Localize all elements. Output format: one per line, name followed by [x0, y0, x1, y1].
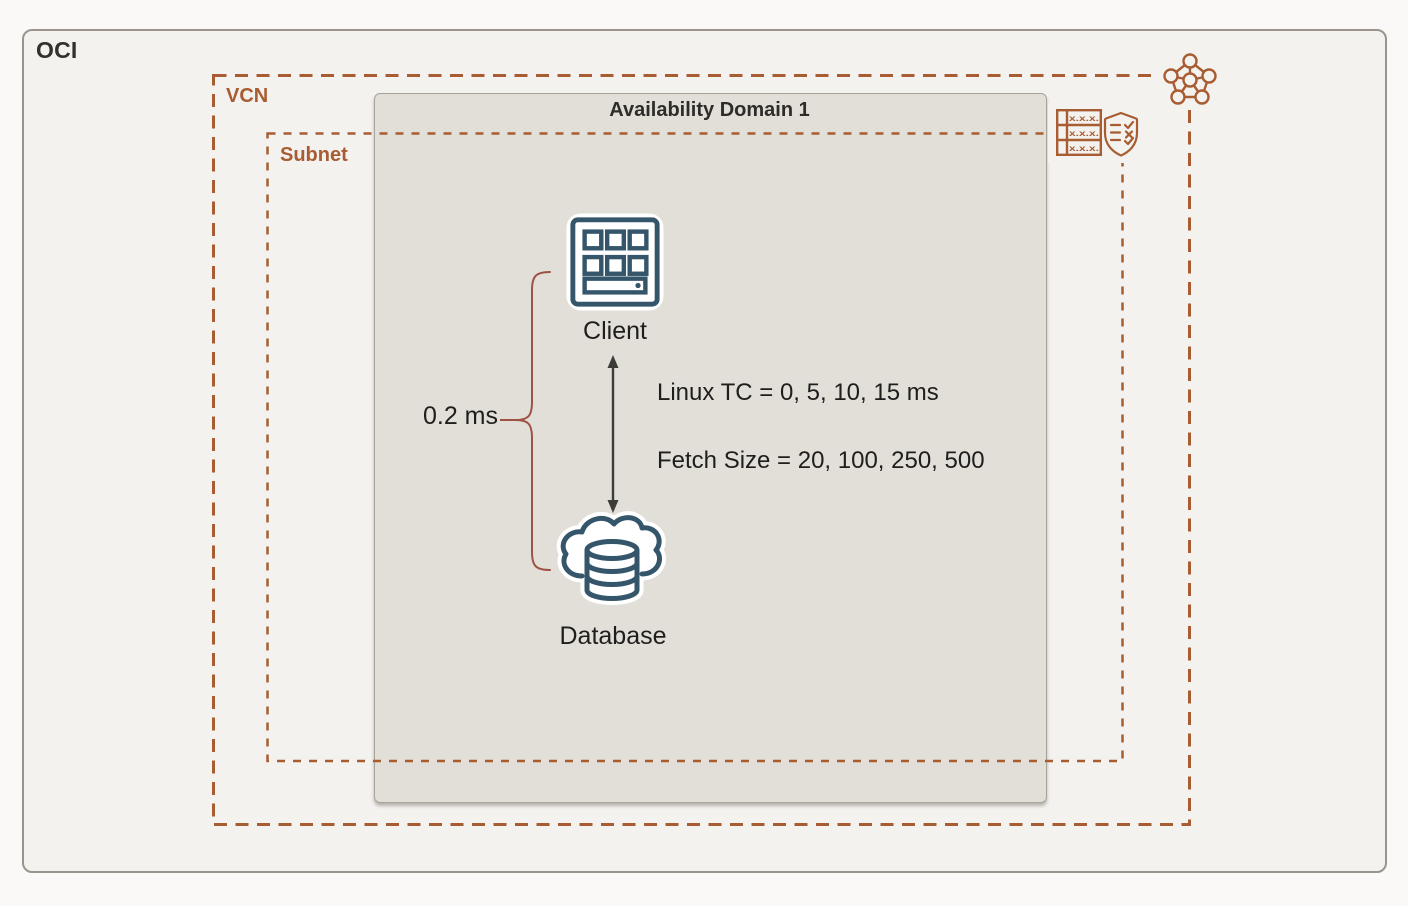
client-compute-icon: [566, 213, 664, 311]
fetch-size-annotation: Fetch Size = 20, 100, 250, 500: [657, 447, 985, 474]
vcn-label: VCN: [226, 85, 269, 107]
oci-label: OCI: [36, 37, 78, 63]
latency-brace-icon: [500, 271, 551, 571]
subnet-label: Subnet: [280, 144, 348, 166]
client-label: Client: [583, 317, 647, 345]
availability-domain-title: Availability Domain 1: [609, 99, 810, 121]
latency-label: 0.2 ms: [422, 402, 498, 430]
database-cloud-icon: [556, 511, 666, 605]
database-label: Database: [559, 622, 667, 650]
linux-tc-annotation: Linux TC = 0, 5, 10, 15 ms: [657, 379, 939, 406]
latency-arrow-icon: [607, 355, 619, 513]
